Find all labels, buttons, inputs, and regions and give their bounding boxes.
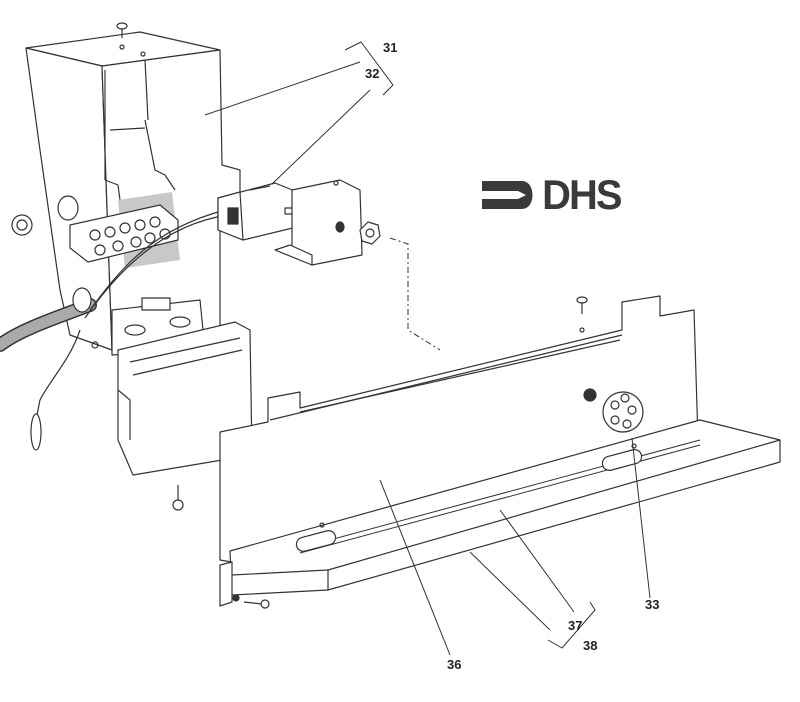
screw-icon (172, 485, 184, 511)
power-cable (0, 209, 229, 451)
side-bracket (117, 321, 253, 476)
leader-lines (204, 41, 651, 656)
base-tray (219, 419, 781, 609)
thermostat-switch (217, 182, 306, 241)
screw-icon (116, 22, 128, 38)
thermostat-bracket (274, 179, 363, 266)
callout-36: 36 (447, 657, 462, 672)
nut-icon (359, 221, 381, 245)
control-knob (602, 391, 644, 433)
front-cover-panel (219, 295, 699, 566)
arrow-bracket-icon (482, 181, 533, 209)
screw-icon (576, 296, 588, 314)
dhs-logo: DHS (478, 174, 623, 216)
callout-31: 31 (383, 40, 398, 55)
terminal-block (69, 204, 179, 263)
callout-32: 32 (365, 66, 380, 81)
callout-38: 38 (583, 638, 598, 653)
junction-box-housing (25, 22, 241, 356)
callout-37: 37 (568, 618, 583, 633)
logo-text: DHS (542, 171, 622, 218)
screw-icon (243, 599, 270, 609)
callout-33: 33 (645, 597, 660, 612)
heating-element-rod (295, 439, 701, 554)
washer-icon (11, 214, 33, 236)
